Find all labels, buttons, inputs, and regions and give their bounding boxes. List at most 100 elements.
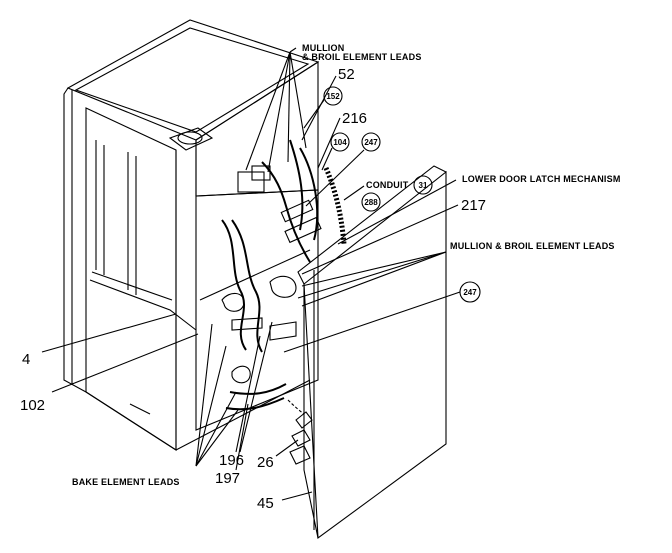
leader-104 (321, 147, 333, 171)
part-217: 217 (461, 197, 486, 214)
door-front (303, 170, 447, 540)
leader-102 (51, 333, 199, 393)
callout-31-text: 31 (419, 181, 428, 190)
part-26-clip (291, 429, 311, 447)
loose-parts (287, 399, 313, 465)
door-panel (297, 165, 447, 540)
leader-bake (195, 345, 227, 467)
leader-152 (303, 99, 325, 129)
top-vent-hole (177, 131, 203, 145)
leader-mullion-right (301, 251, 447, 307)
terminal-block (237, 171, 265, 193)
part-196: 196 (219, 452, 244, 469)
leader-lines (41, 47, 461, 501)
callout-288-text: 288 (364, 198, 378, 207)
cabinet-foot (129, 403, 151, 415)
wire-harness (261, 161, 311, 263)
callout-247-top-text: 247 (364, 138, 378, 147)
part-45: 45 (257, 495, 274, 512)
top-vent (168, 127, 214, 151)
callout-circle (459, 281, 481, 303)
callout-31: 31 (413, 175, 433, 195)
wire-harness (289, 139, 304, 231)
leader-4 (41, 313, 177, 353)
cabinet-bottom (85, 379, 311, 451)
part-26-clip (289, 445, 311, 465)
leader-bake (195, 391, 237, 467)
wire-harness (231, 219, 263, 353)
leader-196 (239, 321, 273, 453)
leader-247-right (283, 291, 461, 353)
latch-bracket (284, 216, 322, 244)
wiring (221, 139, 347, 411)
cavity-line (91, 271, 173, 301)
panel-seam (199, 249, 311, 301)
leader-mullion-right (297, 251, 447, 299)
terminal-block (251, 165, 271, 181)
label-mullion-right: MULLION & BROIL ELEMENT LEADS (450, 241, 615, 251)
part-102: 102 (20, 397, 45, 414)
leader-conduit (343, 185, 365, 201)
wire-loop (221, 292, 245, 312)
door-side-edge (303, 284, 319, 539)
leader-mullion-top (267, 51, 291, 173)
cabinet-side-panel (85, 107, 177, 452)
callout-circle (361, 132, 381, 152)
leader-mullion-top-tab (289, 47, 297, 53)
part-26: 26 (257, 454, 274, 471)
callout-circle (413, 175, 433, 195)
leader-26 (275, 439, 299, 457)
range-cabinet (63, 19, 320, 452)
conduit-tube (323, 167, 347, 245)
rear-panel (195, 189, 319, 431)
latch-bracket (280, 199, 314, 223)
callout-152: 152 (323, 86, 343, 106)
callout-152-text: 152 (326, 92, 340, 101)
leader-door-latch (337, 179, 457, 245)
callout-104-text: 104 (333, 138, 347, 147)
wire-harness (221, 219, 247, 351)
wire-loop (231, 365, 251, 384)
leader-197 (235, 403, 249, 471)
leader-bake (195, 323, 213, 467)
callout-247-top: 247 (361, 132, 381, 152)
door-top-edge (297, 165, 447, 285)
leader-mullion-top (245, 51, 291, 171)
callout-247-right: 247 (459, 281, 481, 303)
part-197: 197 (215, 470, 240, 487)
cabinet-top (66, 19, 320, 141)
leader-mullion-top (287, 51, 291, 163)
part-216: 216 (342, 110, 367, 127)
label-conduit: CONDUIT (366, 180, 409, 190)
bracket (231, 317, 263, 331)
callout-247-right-text: 247 (463, 288, 477, 297)
cavity-line (89, 279, 197, 331)
wire-loop (269, 275, 297, 298)
circled-callouts: 152 104 247 31 288 247 (323, 86, 481, 303)
leader-247-top (305, 149, 365, 207)
leader-52 (301, 75, 337, 141)
bracket (269, 321, 297, 341)
callout-circle (361, 192, 381, 212)
callout-288: 288 (361, 192, 381, 212)
leader-196 (235, 335, 261, 453)
callout-circle (323, 86, 343, 106)
part-52: 52 (338, 66, 355, 83)
callout-circle (330, 132, 350, 152)
leader-45 (281, 491, 313, 501)
cabinet-top-inner (74, 27, 310, 133)
bake-lead (229, 383, 287, 395)
leader-bake (195, 409, 239, 467)
cabinet-left-edge (63, 87, 87, 393)
leader-216 (317, 117, 341, 169)
leader-mullion-top (289, 51, 307, 149)
label-mullion-top-line2: & BROIL ELEMENT LEADS (302, 52, 422, 62)
label-lower-door-latch: LOWER DOOR LATCH MECHANISM (462, 174, 621, 184)
leader-217 (301, 204, 459, 275)
part-4: 4 (22, 351, 30, 368)
bake-lead (225, 397, 285, 411)
leader-mullion-right (301, 251, 447, 287)
callout-104: 104 (330, 132, 350, 152)
